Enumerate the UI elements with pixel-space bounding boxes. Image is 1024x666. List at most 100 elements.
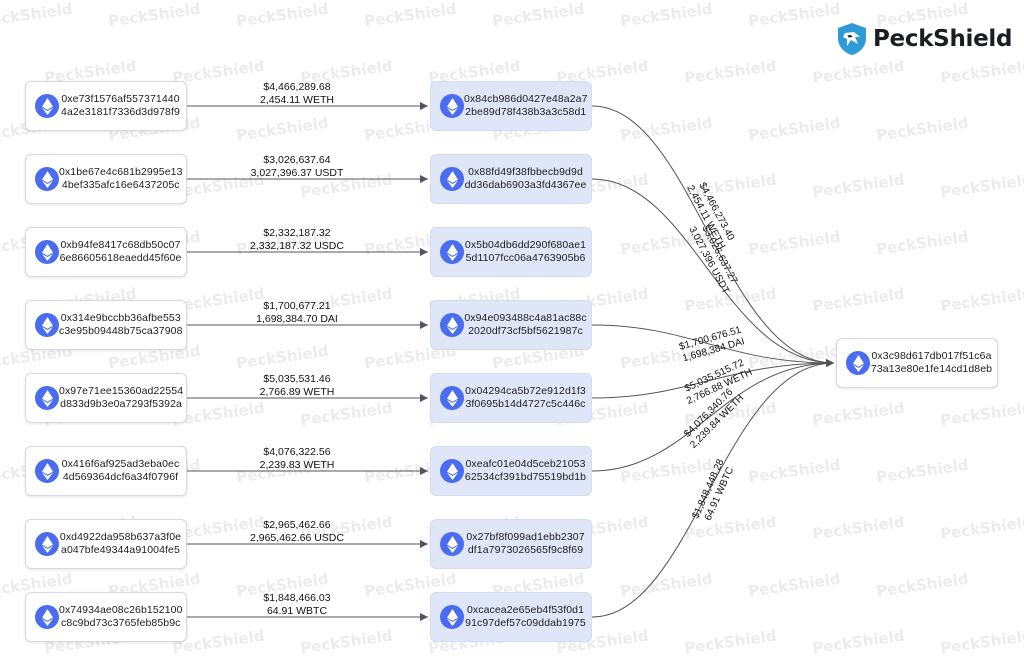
- ethereum-icon: [35, 532, 59, 556]
- address-line-2: c8c9bd73c3765feb85b9c: [61, 617, 181, 629]
- address-line-2: c3e95b09448b75ca37908: [59, 325, 183, 337]
- address-line-1: 0x94e093488c4a81ac88c: [464, 312, 587, 324]
- edge-intermediate-to-destination: [591, 105, 835, 367]
- address-line-2: 6e86605618eaedd45f60e: [59, 252, 182, 264]
- edge-intermediate-to-destination: [591, 359, 835, 472]
- ethereum-icon: [440, 94, 464, 118]
- address-line-1: 0x84cb986d0427e48a2a7: [464, 93, 588, 105]
- ethereum-icon: [440, 240, 464, 264]
- edge-usd-value: $3,026,637.64: [263, 154, 331, 166]
- address-line-1: 0xd4922da958b637a3f0e: [59, 531, 182, 543]
- ethereum-icon: [440, 459, 464, 483]
- address-line-2: a047bfe49344a91004fe5: [61, 544, 180, 556]
- edge-token-amount: 1,698,384.70 DAI: [256, 312, 338, 325]
- ethereum-icon: [440, 313, 464, 337]
- ethereum-icon: [846, 351, 870, 375]
- edge-token-amount: 2,454.11 WETH: [260, 93, 334, 106]
- address-line-2: 91c97def57c09ddab1975: [465, 617, 586, 629]
- ethereum-icon: [35, 240, 59, 264]
- edge-usd-value: $2,332,187.32: [263, 227, 331, 239]
- ethereum-icon: [35, 605, 59, 629]
- address-line-1: 0x04294ca5b72e912d1f3: [465, 385, 586, 397]
- address-line-2: df1a7973026565f9c8f69: [467, 544, 584, 556]
- ethereum-icon: [440, 532, 464, 556]
- edge-usd-value: $2,965,462.66: [263, 519, 331, 531]
- ethereum-icon: [35, 459, 59, 483]
- address-line-1: 0xcacea2e65eb4f53f0d1: [466, 604, 585, 616]
- address-line-1: 0xeafc01e04d5ceb21053: [465, 458, 586, 470]
- brand-name: PeckShield: [873, 26, 1013, 52]
- address-line-1: 0x74934ae08c26b152100: [59, 604, 183, 616]
- address-line-1: 0x88fd49f38fbbecb9d9d: [468, 166, 583, 178]
- address-line-1: 0x3c98d617db017f51c6a: [871, 350, 992, 362]
- address-line-1: 0x1be67e4c681b2995e13: [59, 166, 183, 178]
- address-line-2: dd36dab6903a3fd4367ee: [464, 179, 587, 191]
- address-line-2: 3f0695b14d4727c5c446c: [465, 398, 586, 410]
- ethereum-icon: [440, 167, 464, 191]
- address-line-2: 62534cf391bd75519bd1b: [464, 471, 587, 483]
- address-line-1: 0x97e71ee15360ad22554: [59, 385, 184, 397]
- address-line-2: 2be89d78f438b3a3c58d1: [465, 106, 587, 118]
- address-line-1: 0x314e9bccbb36afbe553: [60, 312, 181, 324]
- ethereum-icon: [35, 386, 59, 410]
- edge-usd-value: $4,466,289.68: [263, 81, 331, 93]
- address-line-1: 0xe73f1576af557371440: [61, 93, 180, 105]
- ethereum-icon: [440, 386, 464, 410]
- address-line-2: 2020df73cf5bf5621987c: [468, 325, 583, 337]
- address-line-2: 4bef335afc16e6437205c: [61, 179, 180, 191]
- address-line-1: 0x27bf8f099ad1ebb2307: [466, 531, 585, 543]
- address-line-1: 0x5b04db6dd290f680ae1: [464, 239, 587, 251]
- ethereum-icon: [35, 313, 59, 337]
- edge-usd-value: $4,076,322.56: [263, 446, 331, 458]
- edge-token-amount: 2,766.89 WETH: [259, 385, 335, 398]
- edge-usd-value: $1,848,466.03: [263, 592, 331, 604]
- address-line-2: 4a2e3181f7336d3d978f9: [61, 106, 180, 118]
- address-line-2: 4d569364dcf6a34f0796f: [62, 471, 179, 483]
- edge-intermediate-to-destination: [591, 324, 835, 367]
- address-line-2: d833d9b3e0a7293f5392a: [60, 398, 182, 410]
- address-line-2: 73a13e80e1fe14cd1d8eb: [870, 363, 993, 375]
- address-line-1: 0xb94fe8417c68db50c07: [60, 239, 181, 251]
- ethereum-icon: [35, 94, 59, 118]
- edge-intermediate-to-destination: [591, 359, 835, 399]
